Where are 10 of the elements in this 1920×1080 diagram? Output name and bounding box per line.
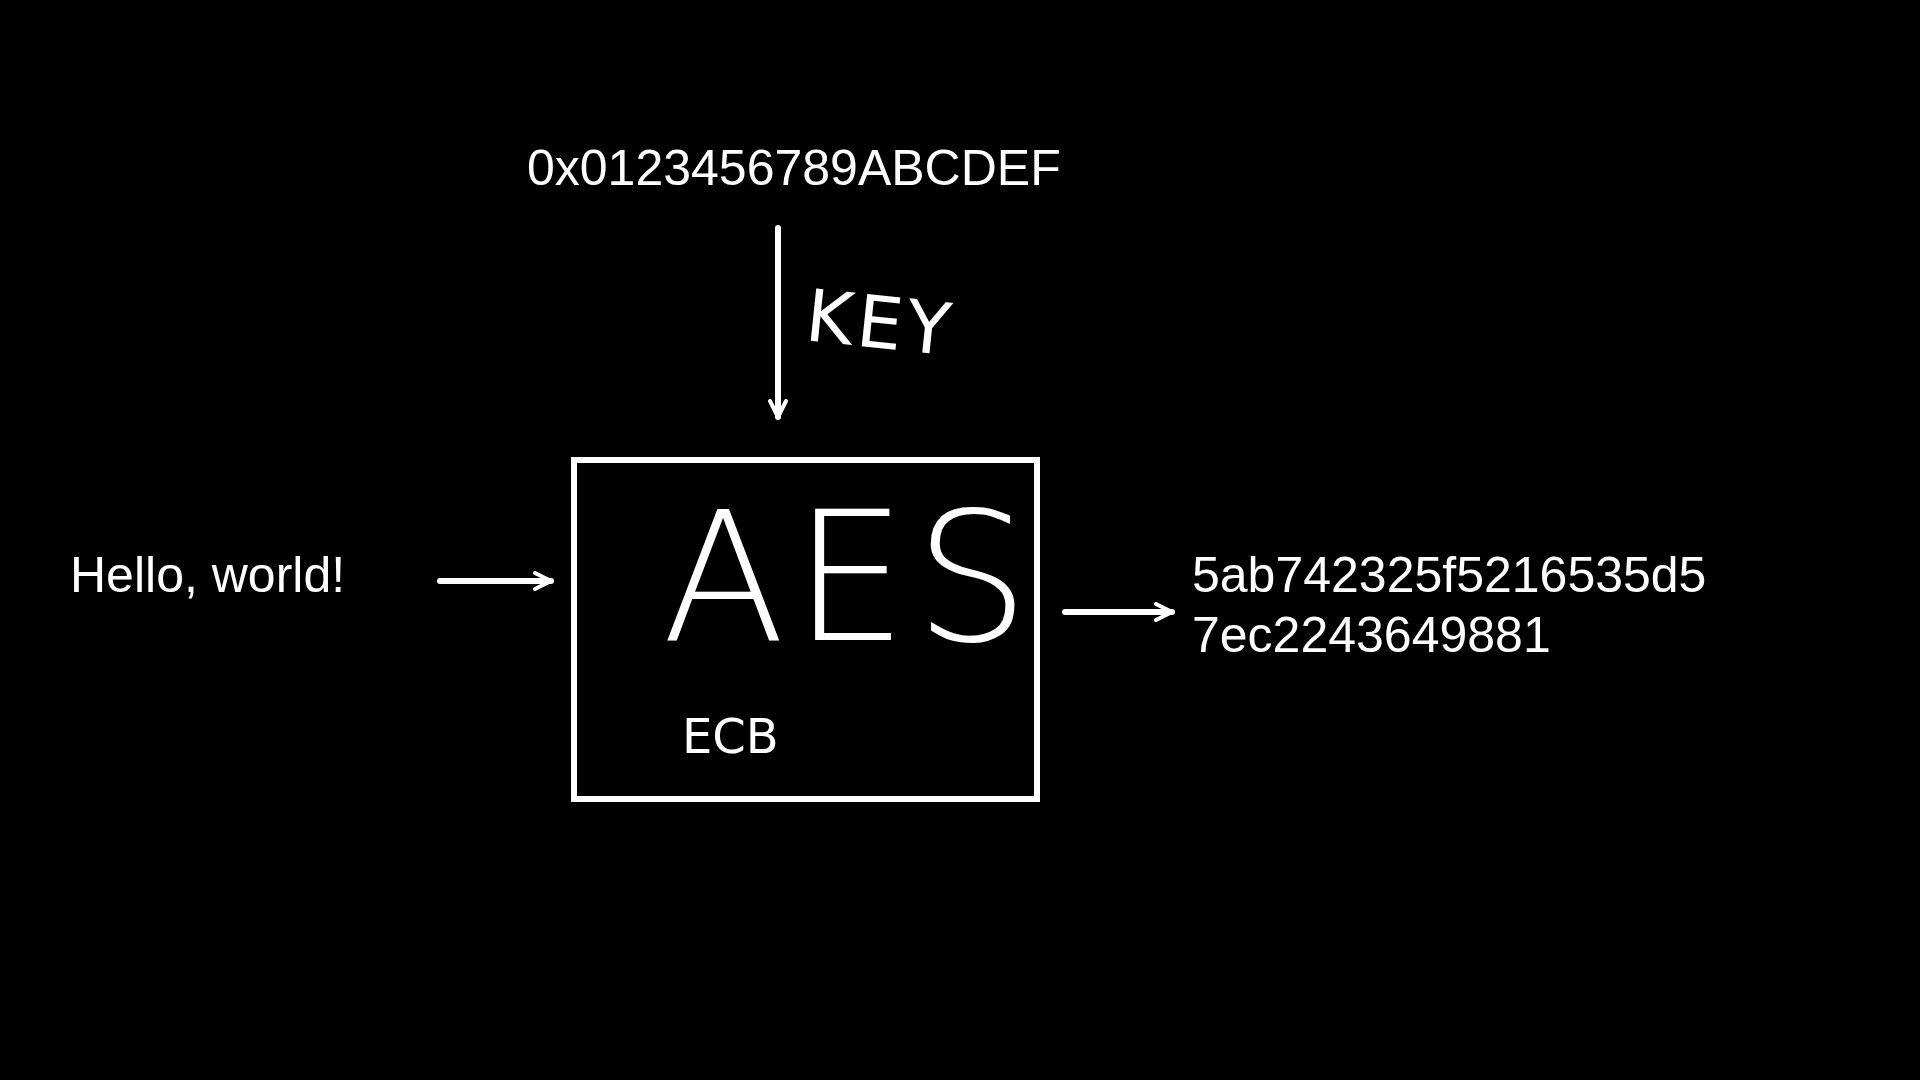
plaintext: Hello, world! xyxy=(70,546,346,605)
edge-label: KEY xyxy=(802,274,959,371)
ciphertext: 5ab742325f5216535d5 7ec2243649881 xyxy=(1192,546,1708,665)
cipher-title: AES xyxy=(662,483,1038,673)
mode-label: ECB xyxy=(682,708,779,764)
process-box xyxy=(571,457,1040,802)
arrow xyxy=(1062,602,1175,622)
key-value: 0x0123456789ABCDEF xyxy=(527,139,1061,198)
arrow xyxy=(437,571,554,591)
arrow xyxy=(768,225,788,420)
